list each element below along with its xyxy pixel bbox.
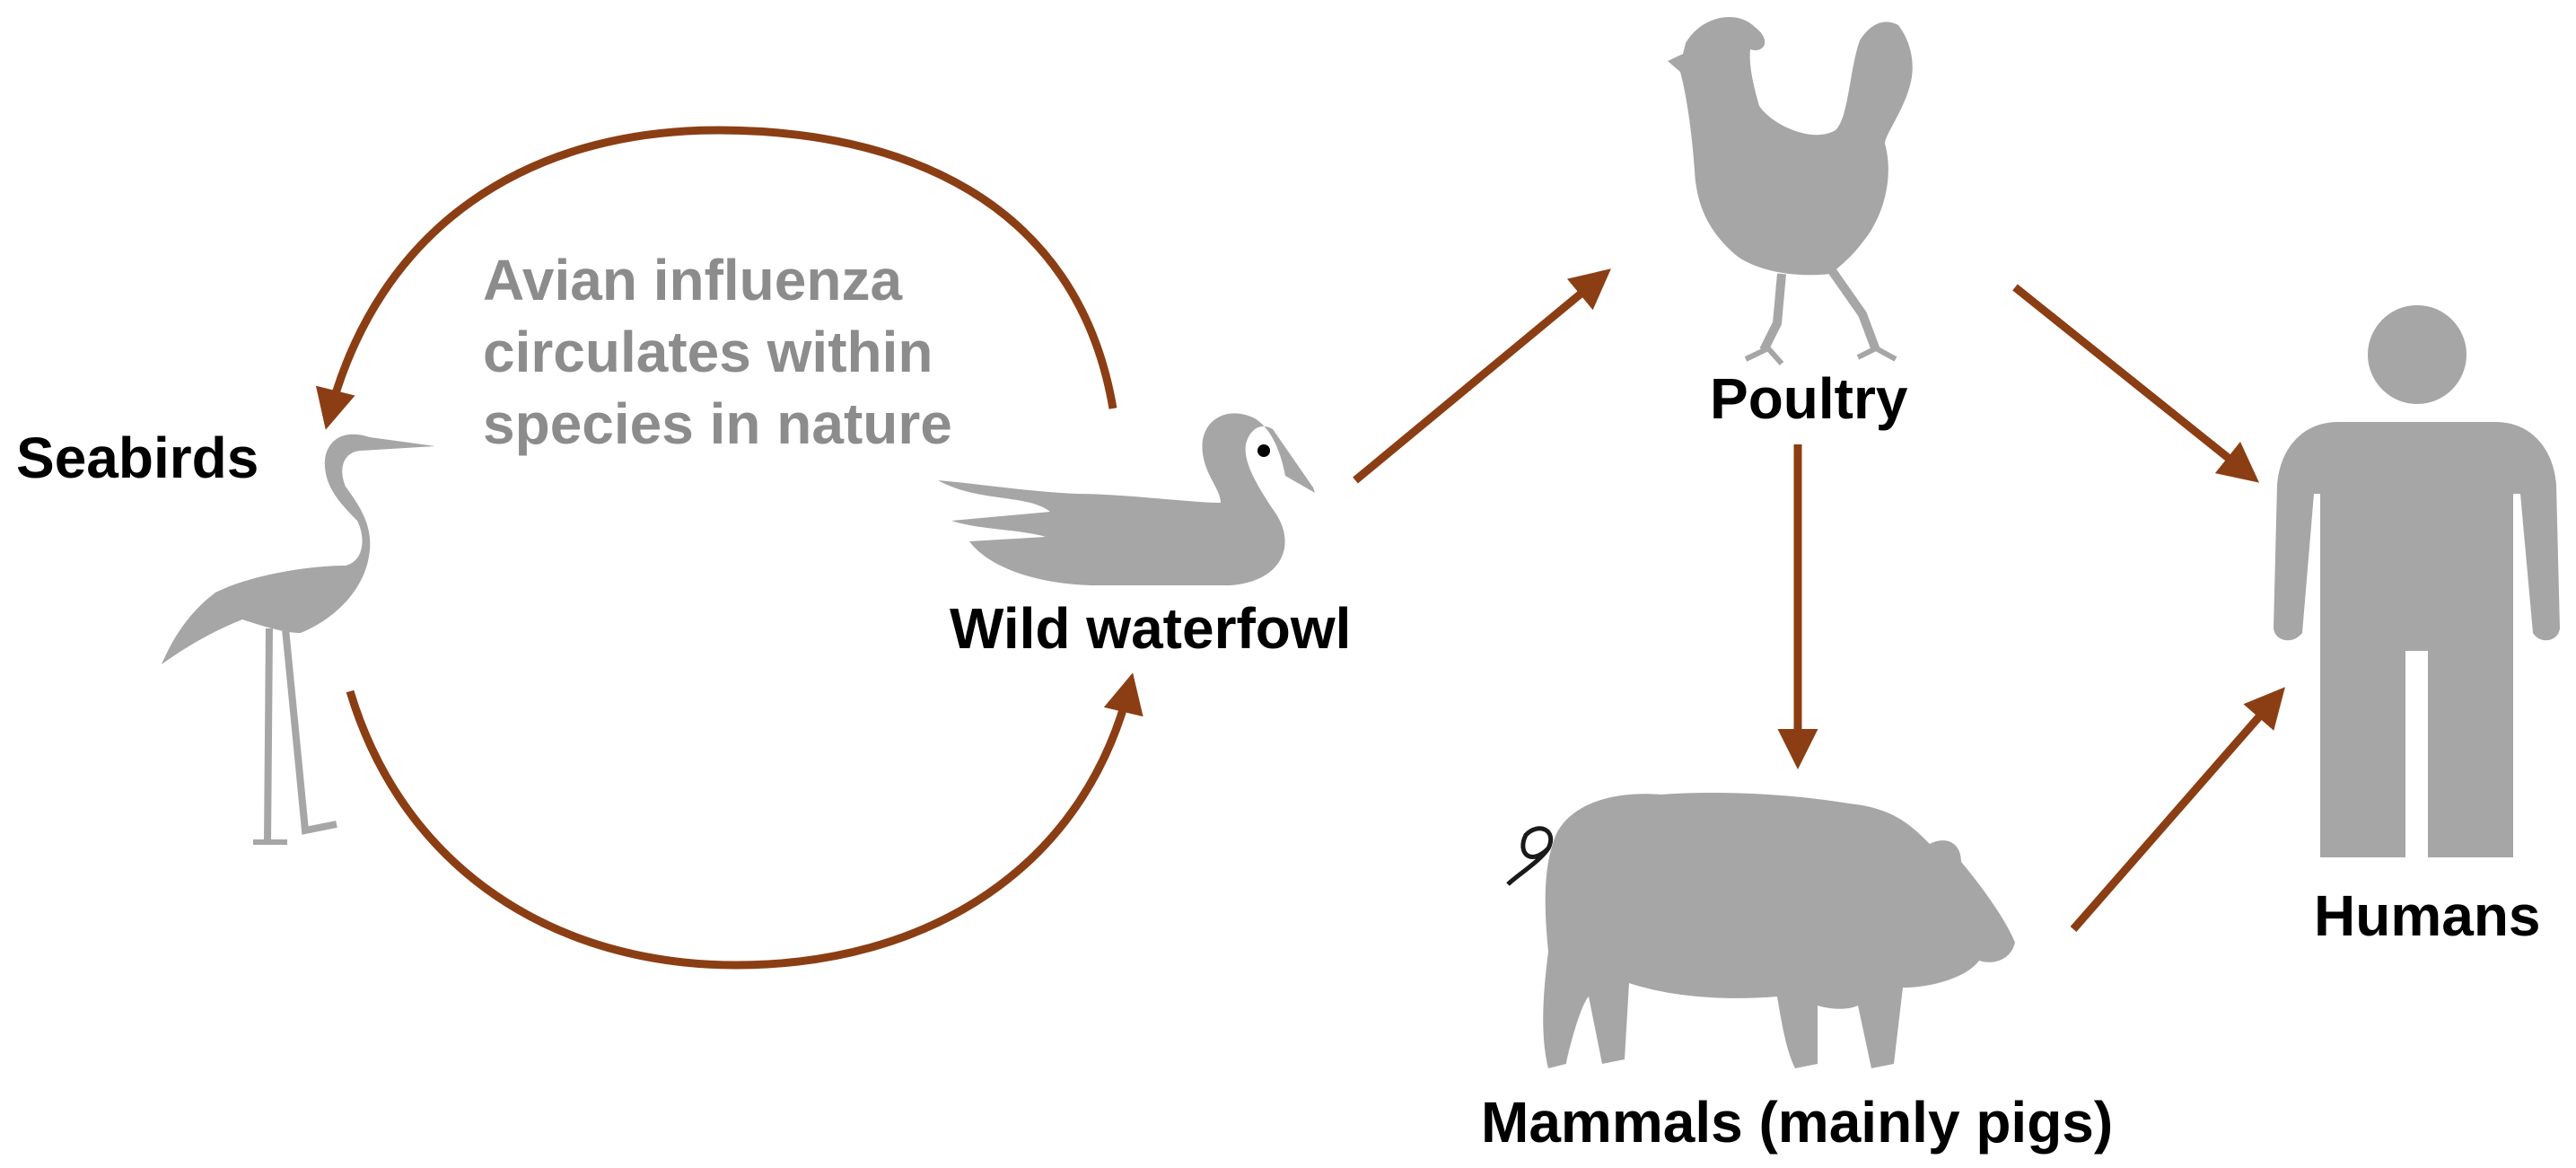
annotation-line-1: Avian influenza — [483, 248, 903, 312]
human-icon — [2274, 305, 2560, 857]
mammals-label: Mammals (mainly pigs) — [1481, 1090, 2114, 1155]
heron-icon — [162, 434, 435, 845]
arrow-waterfowl-to-poultry — [1353, 268, 1611, 484]
annotation-line-3: species in nature — [483, 391, 952, 456]
arrow-waterfowl-to-seabirds — [315, 126, 1117, 430]
duck-icon — [938, 413, 1315, 585]
arrow-mammals-to-humans — [2070, 687, 2285, 932]
arrow-seabirds-to-waterfowl — [346, 672, 1143, 970]
humans-label: Humans — [2314, 883, 2541, 948]
poultry-label: Poultry — [1710, 366, 1908, 431]
wild-waterfowl-label: Wild waterfowl — [950, 596, 1352, 661]
annotation-line-2: circulates within — [483, 320, 933, 384]
arrow-poultry-to-humans — [2012, 284, 2260, 483]
chicken-icon — [1668, 16, 1913, 365]
pig-icon — [1506, 793, 2015, 1068]
circulation-annotation: Avian influenza circulates within specie… — [483, 244, 952, 460]
seabirds-label: Seabirds — [16, 426, 259, 490]
